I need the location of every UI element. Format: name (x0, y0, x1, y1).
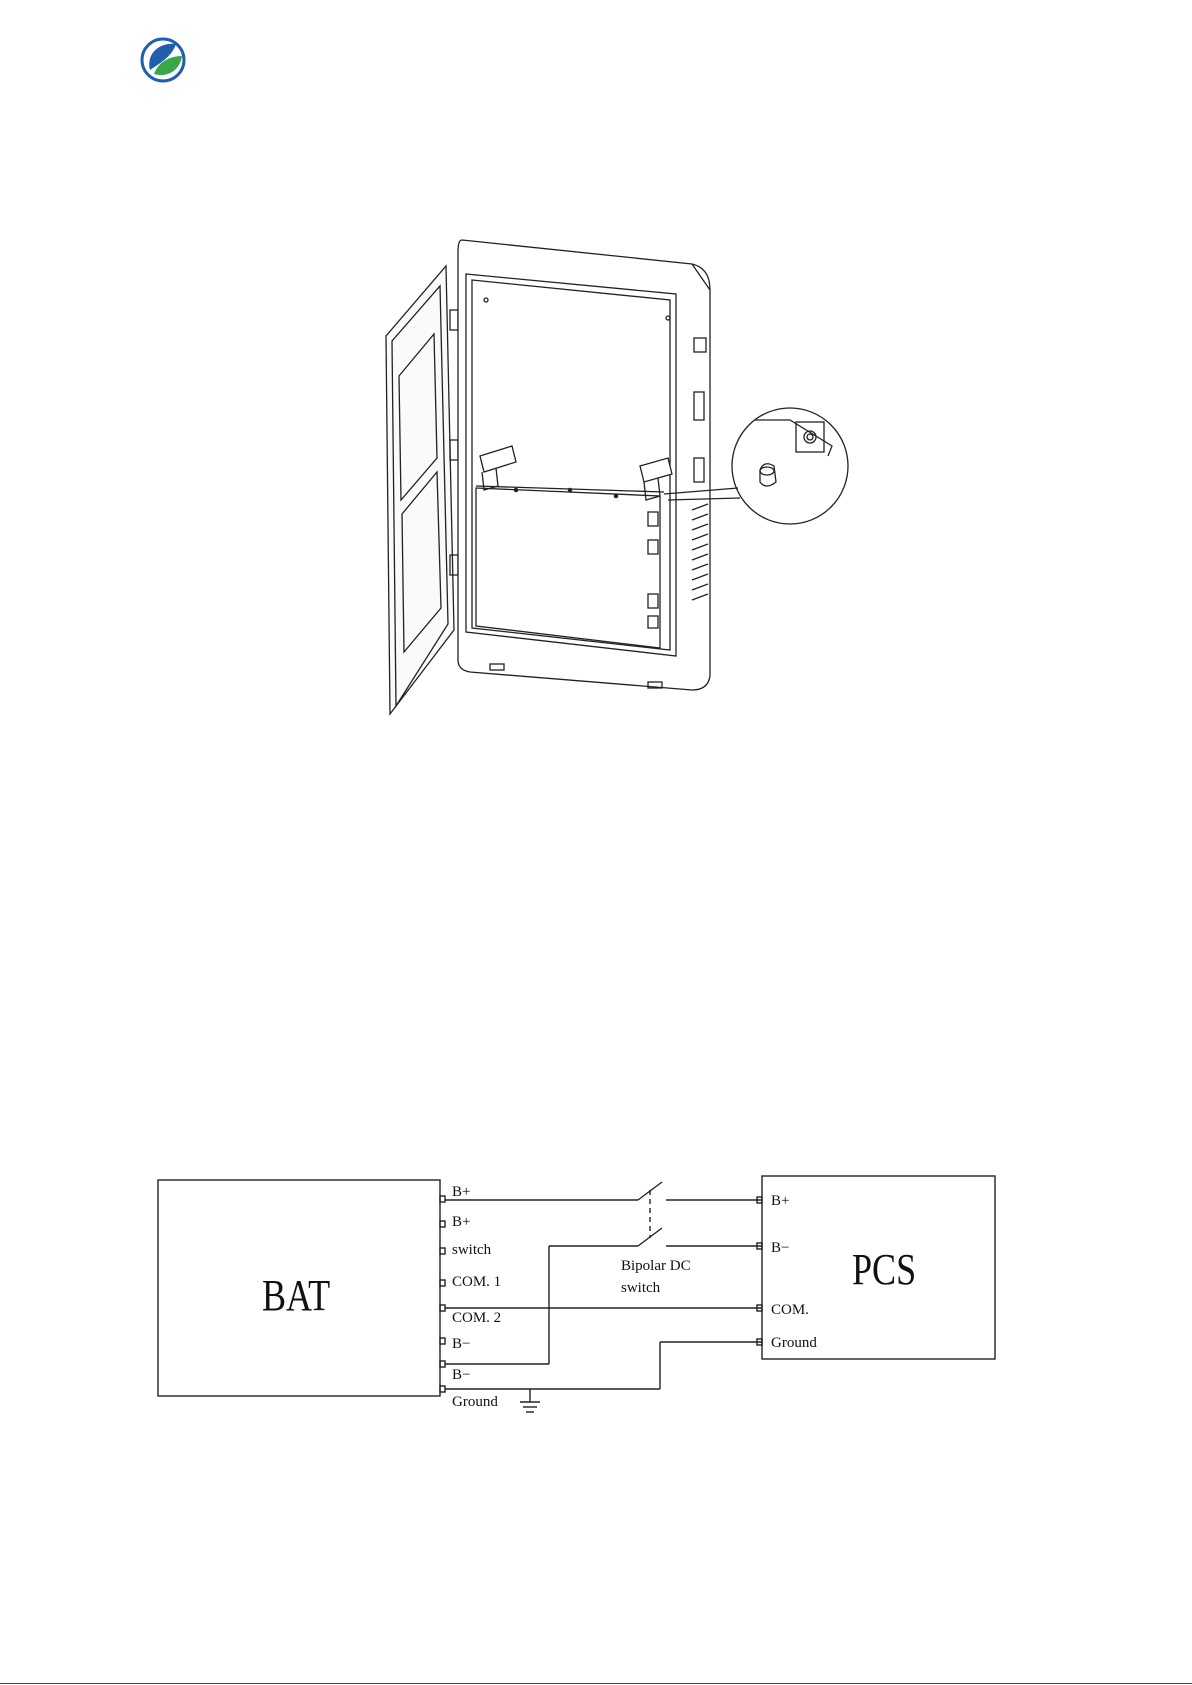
bat-terminal-label: switch (452, 1242, 492, 1258)
bat-label: BAT (262, 1271, 330, 1320)
pcs-terminal-label: Ground (771, 1335, 817, 1351)
bat-terminal-label: B− (452, 1336, 470, 1352)
bat-terminal-label: B− (452, 1367, 470, 1383)
pcs-terminal-connectors (757, 1197, 762, 1345)
bat-terminal-connectors (440, 1196, 445, 1392)
bat-terminal-label: Ground (452, 1394, 498, 1410)
bat-terminal-label: COM. 2 (452, 1310, 501, 1326)
pcs-label: PCS (852, 1245, 916, 1294)
pcs-terminal-label: B− (771, 1240, 789, 1256)
pcs-terminal-label: COM. (771, 1302, 809, 1318)
bat-terminal-label: B+ (452, 1184, 470, 1200)
switch-label: Bipolar DC switch (621, 1258, 691, 1296)
page-bottom-rule (0, 1683, 1192, 1684)
pcs-terminal-labels: B+ B− COM. Ground (771, 1193, 817, 1351)
pcs-terminal-label: B+ (771, 1193, 789, 1209)
bat-terminal-labels: B+ B+ switch COM. 1 COM. 2 B− B− Ground (452, 1184, 501, 1410)
switch-label-line2: switch (621, 1280, 661, 1296)
bat-terminal-label: B+ (452, 1214, 470, 1230)
earth-ground-icon (520, 1389, 540, 1412)
switch-label-line1: Bipolar DC (621, 1258, 691, 1274)
bat-terminal-label: COM. 1 (452, 1274, 501, 1290)
